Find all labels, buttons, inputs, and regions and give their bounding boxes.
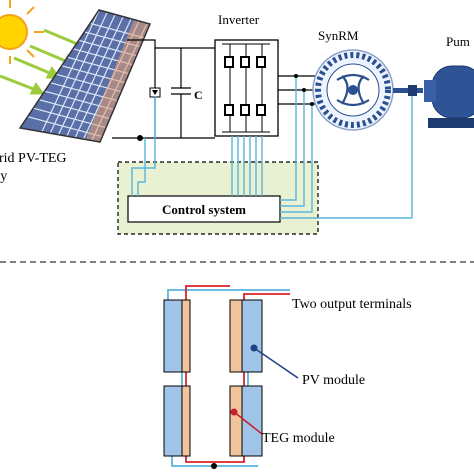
pv-teg-array xyxy=(18,9,152,143)
module-wiring xyxy=(167,285,290,467)
pv-teg-module-bottom-right xyxy=(229,385,263,457)
pv-teg-module-top-right xyxy=(229,299,263,373)
array-label-line1: brid PV-TEG xyxy=(0,151,67,166)
sun-icon xyxy=(0,0,44,64)
inverter-label: Inverter xyxy=(218,12,260,27)
pv-module-label: PV module xyxy=(302,373,365,388)
array-label-line2: ay xyxy=(0,169,7,184)
control-system-box: Control system xyxy=(127,195,281,223)
control-signal-wires xyxy=(131,76,413,219)
synrm-motor xyxy=(312,49,394,131)
pv-teg-module-top-left xyxy=(163,299,191,373)
teg-module-label: TEG module xyxy=(262,431,335,446)
control-system-label: Control system xyxy=(162,202,246,217)
output-terminals-label: Two output terminals xyxy=(292,297,412,312)
teg-callout xyxy=(233,411,263,435)
pump-icon xyxy=(424,65,474,128)
pv-teg-module-bottom-left xyxy=(163,385,191,457)
motor-label: SynRM xyxy=(318,28,359,43)
signal-junctions xyxy=(294,74,314,106)
current-sensor-icon xyxy=(149,87,161,98)
pump-label: Pum xyxy=(446,34,470,49)
capacitor-label: C xyxy=(194,88,203,102)
motor-shaft xyxy=(393,85,423,96)
inverter xyxy=(214,39,279,137)
pv-callout xyxy=(253,347,299,379)
